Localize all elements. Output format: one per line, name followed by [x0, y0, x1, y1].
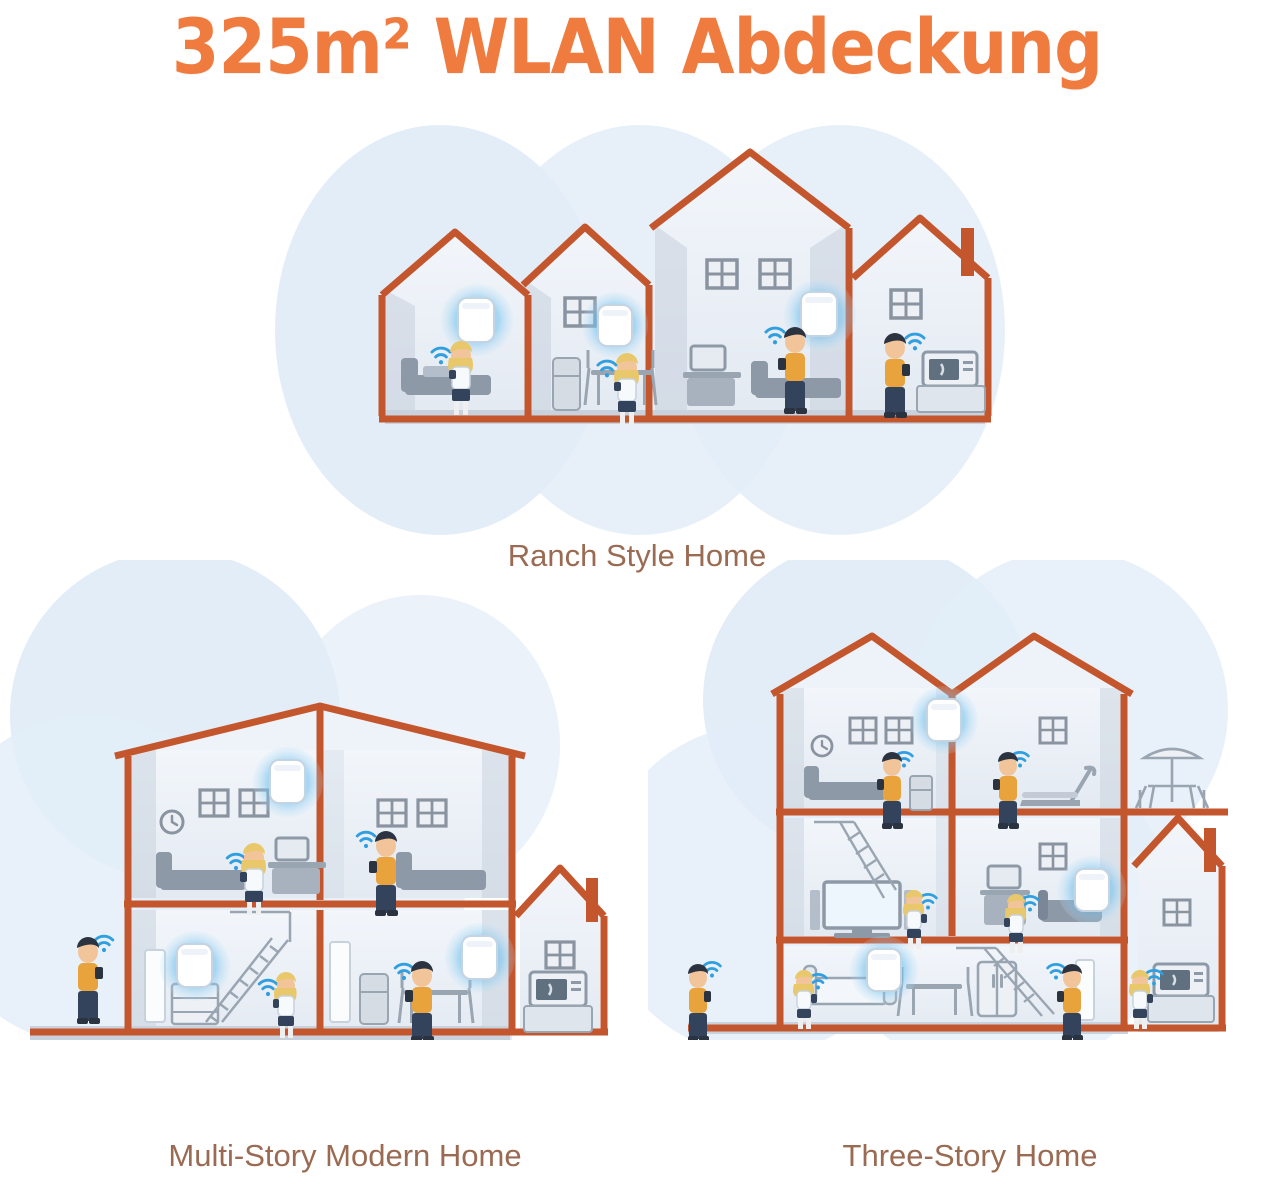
chimney	[1204, 828, 1216, 872]
caption-multi-story-modern-home: Multi-Story Modern Home	[168, 1138, 522, 1173]
wifi-icons	[93, 830, 415, 997]
wall-clock-icon	[810, 734, 834, 758]
windows	[563, 258, 923, 328]
wifi-icons	[430, 326, 926, 378]
caption-three-story-home: Three-Story Home	[842, 1138, 1098, 1173]
mesh-router-units	[160, 747, 515, 1001]
ranch-diagram	[275, 125, 1005, 535]
three-story-diagram	[648, 560, 1228, 1040]
wall-clock-icon	[159, 809, 185, 835]
chimney	[961, 228, 974, 276]
furniture	[144, 836, 593, 1033]
scene-ranch-style-home	[255, 120, 1025, 540]
scene-three-story-home	[648, 560, 1274, 1040]
people	[688, 752, 1153, 1040]
people	[448, 327, 910, 425]
page-title: 325m² WLAN Abdeckung	[171, 1, 1103, 91]
caption-ranch-style-home: Ranch Style Home	[507, 538, 767, 573]
scene-multi-story-modern-home	[0, 560, 640, 1040]
people	[77, 831, 434, 1040]
multi-story-diagram	[0, 560, 608, 1040]
mesh-router-units	[441, 279, 856, 358]
roof-outline	[378, 148, 992, 423]
chimney	[586, 878, 598, 922]
mesh-router-units	[850, 686, 1126, 1004]
windows	[198, 788, 576, 970]
